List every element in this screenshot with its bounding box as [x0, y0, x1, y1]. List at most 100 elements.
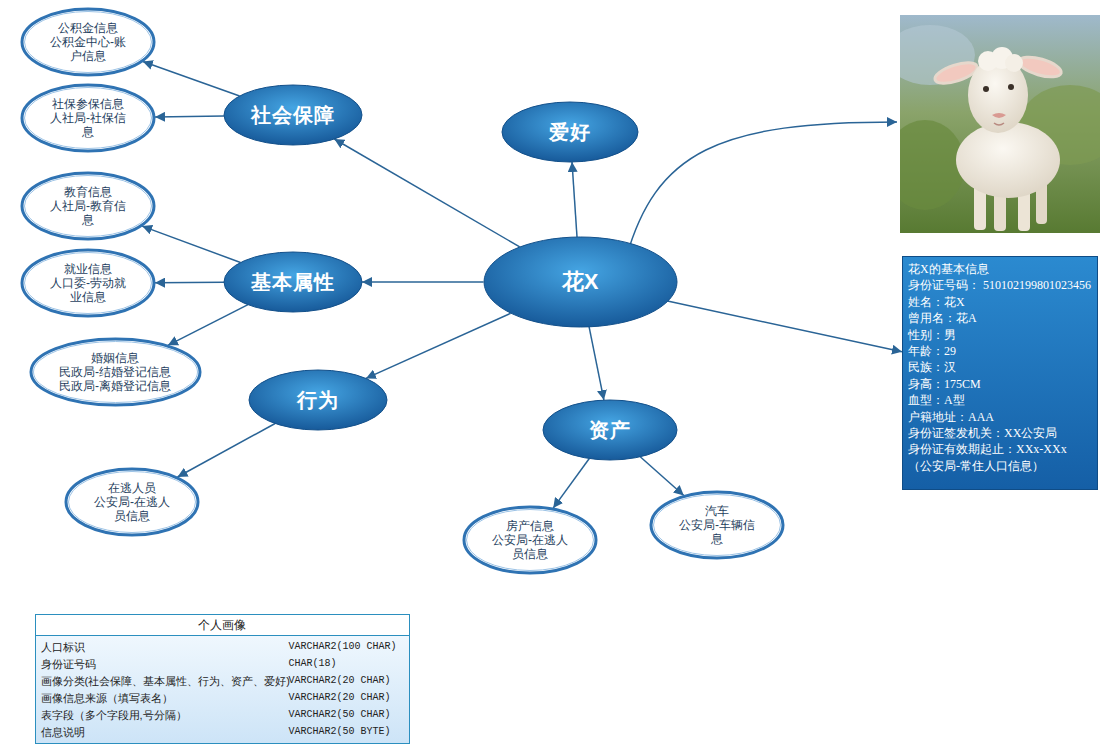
field-name: 信息说明	[41, 724, 289, 740]
source-ellipse: 就业信息人口委-劳动就业信息	[20, 248, 156, 318]
source-ellipse: 在逃人员公安局-在逃人员信息	[64, 467, 200, 537]
connector-arrow	[589, 327, 604, 400]
node-title: 个人画像	[36, 615, 409, 636]
ellipse-inner-border	[33, 342, 197, 403]
ellipse-fill	[224, 252, 362, 312]
node-detail: 人口委-劳动就业信息	[45, 276, 131, 304]
connector-arrow	[168, 305, 248, 346]
ellipse-fill	[502, 102, 638, 162]
ellipse-fill	[543, 400, 677, 460]
connector-arrow	[142, 226, 240, 262]
text-group: 在逃人员公安局-在逃人员信息	[89, 481, 175, 523]
field-type: VARCHAR2(50 BYTE)	[289, 724, 404, 740]
connector-arrow	[362, 281, 484, 283]
photo-blur	[900, 120, 965, 210]
node-title: 在逃人员	[89, 481, 175, 495]
category-ellipse: 行为	[248, 369, 388, 431]
node-detail: 身份证有效期起止：XXx-XXx	[908, 441, 1092, 457]
ellipse-inner-border	[69, 472, 196, 533]
source-ellipse: 汽车公安局-车辆信息	[649, 490, 785, 560]
node-detail: 民族：汉	[908, 359, 1092, 375]
node-detail: 公积金中心-账户信息	[45, 35, 131, 63]
connector-arrow	[155, 116, 224, 117]
ellipse-border	[651, 492, 783, 558]
node-title: 花X	[562, 269, 599, 295]
field-name: 身份证号码	[41, 656, 289, 672]
node-detail: 户籍地址：AAA	[908, 409, 1092, 425]
sheep-fleece	[1005, 54, 1023, 72]
node-detail: 曾用名：花A	[908, 310, 1092, 326]
node-detail: 血型：A型	[908, 392, 1092, 408]
node-title: 社会保障	[251, 103, 335, 127]
node-detail: 民政局-离婚登记信息	[59, 379, 171, 393]
sheep-eye	[983, 86, 989, 92]
node-title: 社保参保信息	[45, 97, 131, 111]
node-detail: 性别：男	[908, 327, 1092, 343]
ellipse-inner-border	[25, 253, 152, 314]
node-title: 基本属性	[251, 270, 335, 294]
node-detail: 公安局-车辆信息	[674, 518, 760, 546]
field-name: 画像信息来源（填写表名）	[41, 690, 289, 706]
text-group: 花X	[562, 269, 599, 295]
ellipse-border	[22, 173, 154, 239]
node-detail: 年龄：29	[908, 343, 1092, 359]
node-title: 资产	[589, 418, 631, 442]
node-title: 婚姻信息	[59, 351, 171, 365]
text-group: 教育信息人社局-教育信息	[45, 185, 131, 227]
ellipse-border	[66, 469, 198, 535]
sheep-eye	[1008, 84, 1014, 90]
node-detail: 身份证签发机关：XX公安局	[908, 425, 1092, 441]
text-group: 花X的基本信息身份证号码： 510102199801023456姓名：花X曾用名…	[908, 261, 1092, 474]
node-detail: 公安局-在逃人员信息	[89, 495, 175, 523]
sheep-body	[956, 122, 1060, 198]
ellipse-inner-border	[467, 510, 594, 571]
node-detail: 公安局-在逃人员信息	[487, 533, 573, 561]
ellipse-fill	[484, 237, 677, 327]
node-detail: 民政局-结婚登记信息	[59, 365, 171, 379]
field-type: VARCHAR2(100 CHAR)	[289, 639, 404, 655]
ellipse-fill	[249, 370, 387, 430]
source-ellipse: 教育信息人社局-教育信息	[20, 171, 156, 241]
text-group: 公积金信息公积金中心-账户信息	[45, 21, 131, 63]
node-detail: 人社局-社保信息	[45, 111, 131, 139]
category-ellipse: 资产	[542, 399, 678, 461]
text-group: 汽车公安局-车辆信息	[674, 504, 760, 546]
ellipse-border	[22, 9, 154, 75]
field-type: VARCHAR2(20 CHAR)	[289, 690, 404, 706]
text-group: 爱好	[549, 120, 591, 144]
category-ellipse: 爱好	[501, 101, 639, 163]
connector-arrow	[366, 313, 511, 378]
ellipse-fill	[224, 85, 362, 145]
category-ellipse: 基本属性	[223, 251, 363, 313]
source-ellipse: 房产信息公安局-在逃人员信息	[462, 505, 598, 575]
source-ellipse: 社保参保信息人社局-社保信息	[20, 83, 156, 153]
text-group: 社会保障	[251, 103, 335, 127]
text-group: 房产信息公安局-在逃人员信息	[487, 519, 573, 561]
basic-info-panel: 花X的基本信息身份证号码： 510102199801023456姓名：花X曾用名…	[902, 256, 1098, 490]
source-ellipse: 公积金信息公积金中心-账户信息	[20, 7, 156, 77]
text-group: 基本属性	[251, 270, 335, 294]
connector-arrow	[143, 62, 240, 97]
text-group: 婚姻信息民政局-结婚登记信息民政局-离婚登记信息	[59, 351, 171, 393]
node-detail: 身高：175CM	[908, 376, 1092, 392]
profile-table: 个人画像人口标识VARCHAR2(100 CHAR)身份证号码CHAR(18)画…	[35, 614, 410, 744]
text-group: 社保参保信息人社局-社保信息	[45, 97, 131, 139]
text-group: 就业信息人口委-劳动就业信息	[45, 262, 131, 304]
node-title: 汽车	[674, 504, 760, 518]
node-title: 行为	[297, 388, 339, 412]
node-title: 教育信息	[45, 185, 131, 199]
sheep-mouth	[994, 123, 1004, 125]
category-ellipse: 社会保障	[223, 84, 363, 146]
ellipse-border	[22, 85, 154, 151]
ellipse-inner-border	[25, 12, 152, 73]
node-title: 房产信息	[487, 519, 573, 533]
ellipse-border	[22, 250, 154, 316]
field-type: VARCHAR2(50 CHAR)	[289, 707, 404, 723]
field-type: VARCHAR2(20 CHAR)	[289, 673, 404, 689]
sheep-nose	[992, 113, 1006, 118]
node-title: 爱好	[549, 120, 591, 144]
table-grid: 人口标识VARCHAR2(100 CHAR)身份证号码CHAR(18)画像分类(…	[36, 636, 409, 743]
ellipse-inner-border	[654, 495, 781, 556]
ellipse-border	[31, 339, 200, 405]
